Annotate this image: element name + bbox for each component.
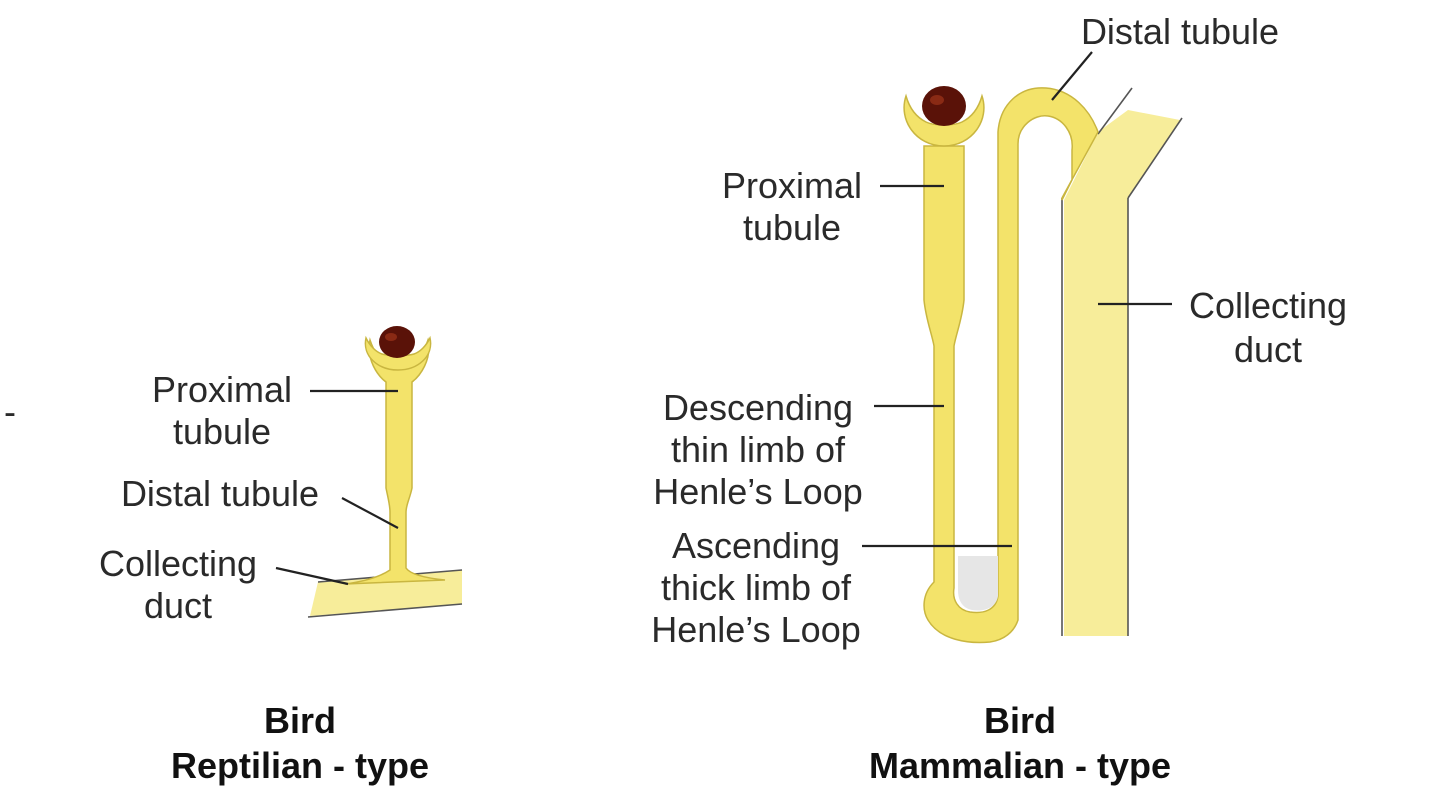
reptilian-glomerulus-highlight [385, 333, 397, 341]
reptilian-label-collecting-line1: Collecting [99, 543, 257, 584]
mammalian-loop-lumen [958, 556, 998, 611]
mammalian-label-descending-line2: thin limb of [671, 429, 846, 470]
mammalian-nephron: Distal tubule Proximal tubule Collecting… [651, 11, 1347, 786]
mammalian-label-collecting-line2: duct [1234, 329, 1302, 370]
reptilian-label-collecting-line2: duct [144, 585, 212, 626]
reptilian-caption-line2: Reptilian - type [171, 745, 429, 786]
mammalian-glomerulus [922, 86, 966, 126]
reptilian-label-proximal-line1: Proximal [152, 369, 292, 410]
mammalian-label-proximal-line1: Proximal [722, 165, 862, 206]
reptilian-bowman-capsule [364, 335, 432, 371]
mammalian-caption-line1: Bird [984, 700, 1056, 741]
reptilian-leader-distal [341, 497, 399, 529]
mammalian-label-ascending-line2: thick limb of [661, 567, 852, 608]
mammalian-caption-line2: Mammalian - type [869, 745, 1171, 786]
reptilian-caption-line1: Bird [264, 700, 336, 741]
mammalian-label-descending-line3: Henle’s Loop [653, 471, 863, 512]
mammalian-label-ascending-line3: Henle’s Loop [651, 609, 861, 650]
mammalian-tubule [923, 87, 1099, 644]
reptilian-leader-collecting [275, 566, 349, 586]
mammalian-label-ascending-line1: Ascending [672, 525, 840, 566]
margin-mark: - [4, 391, 16, 432]
reptilian-label-proximal-line2: tubule [173, 411, 271, 452]
mammalian-duct-right-edge-top [1127, 117, 1183, 199]
reptilian-duct-bottom-edge [307, 603, 463, 618]
mammalian-bowman-capsule [903, 93, 985, 147]
mammalian-label-distal: Distal tubule [1081, 11, 1279, 52]
reptilian-nephron: Proximal tubule Distal tubule Collecting… [99, 326, 463, 786]
reptilian-tubule [344, 337, 446, 585]
mammalian-label-descending-line1: Descending [663, 387, 853, 428]
mammalian-leader-distal [1051, 51, 1093, 101]
reptilian-glomerulus [379, 326, 415, 358]
reptilian-label-distal: Distal tubule [121, 473, 319, 514]
mammalian-duct-upper-edge [1097, 87, 1133, 135]
mammalian-glomerulus-highlight [930, 95, 944, 105]
mammalian-collecting-duct [1064, 110, 1180, 636]
mammalian-label-proximal-line2: tubule [743, 207, 841, 248]
mammalian-label-collecting-line1: Collecting [1189, 285, 1347, 326]
